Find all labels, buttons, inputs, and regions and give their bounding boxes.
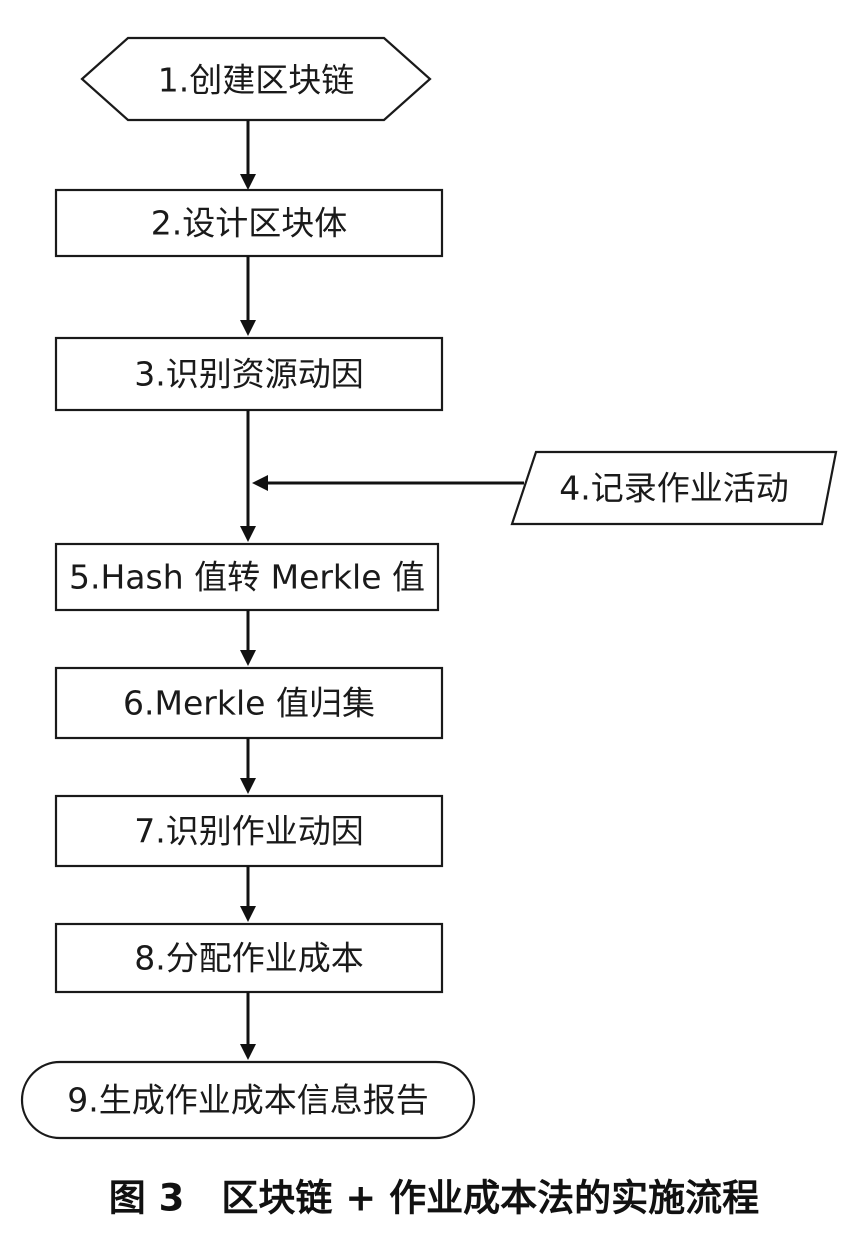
node-7-label: 7.识别作业动因 (134, 812, 364, 851)
edge-5-to-6 (240, 610, 256, 666)
node-6-merkle-aggregation: 6.Merkle 值归集 (54, 666, 444, 740)
node-1-create-blockchain: 1.创建区块链 (80, 36, 432, 122)
node-8-box (54, 922, 444, 994)
node-5-box (54, 542, 440, 612)
node-3-identify-resource-driver: 3.识别资源动因 (54, 336, 444, 412)
edge-7-to-8 (240, 866, 256, 922)
node-9-terminal-shape (20, 1060, 476, 1140)
edge-3-to-5 (240, 410, 256, 542)
node-8-label: 8.分配作业成本 (134, 939, 364, 978)
node-9-label: 9.生成作业成本信息报告 (67, 1081, 429, 1120)
node-3-label: 3.识别资源动因 (134, 355, 364, 394)
node-8-allocate-activity-cost: 8.分配作业成本 (54, 922, 444, 994)
edge-6-to-7-arrowhead (240, 778, 256, 794)
node-3-box (54, 336, 444, 412)
edge-4-to-flow-arrowhead (252, 475, 268, 491)
edge-2-to-3-arrowhead (240, 320, 256, 336)
node-6-box (54, 666, 444, 740)
node-2-label: 2.设计区块体 (151, 204, 348, 243)
node-4-label: 4.记录作业活动 (559, 469, 789, 508)
node-7-identify-activity-driver: 7.识别作业动因 (54, 794, 444, 868)
edge-5-to-6-arrowhead (240, 650, 256, 666)
node-1-label: 1.创建区块链 (158, 61, 355, 100)
node-5-label: 5.Hash 值转 Merkle 值 (69, 558, 425, 597)
edge-2-to-3 (240, 256, 256, 336)
node-7-box (54, 794, 444, 868)
edge-4-to-flow (252, 475, 524, 491)
node-5-hash-to-merkle: 5.Hash 值转 Merkle 值 (54, 542, 440, 612)
edge-6-to-7 (240, 738, 256, 794)
node-6-label: 6.Merkle 值归集 (123, 684, 375, 723)
edge-8-to-9-arrowhead (240, 1044, 256, 1060)
edge-1-to-2-arrowhead (240, 174, 256, 190)
edge-7-to-8-arrowhead (240, 906, 256, 922)
node-2-design-block-body: 2.设计区块体 (54, 188, 444, 258)
edge-1-to-2 (240, 120, 256, 190)
figure-caption: 图 3 区块链 + 作业成本法的实施流程 (109, 1177, 759, 1220)
node-4-record-activities: 4.记录作业活动 (510, 450, 838, 526)
edge-8-to-9 (240, 992, 256, 1060)
node-1-hexagon-shape (80, 36, 432, 122)
edge-3-to-5-arrowhead (240, 526, 256, 542)
node-4-parallelogram-shape (510, 450, 838, 526)
node-2-box (54, 188, 444, 258)
node-9-generate-report: 9.生成作业成本信息报告 (20, 1060, 476, 1140)
